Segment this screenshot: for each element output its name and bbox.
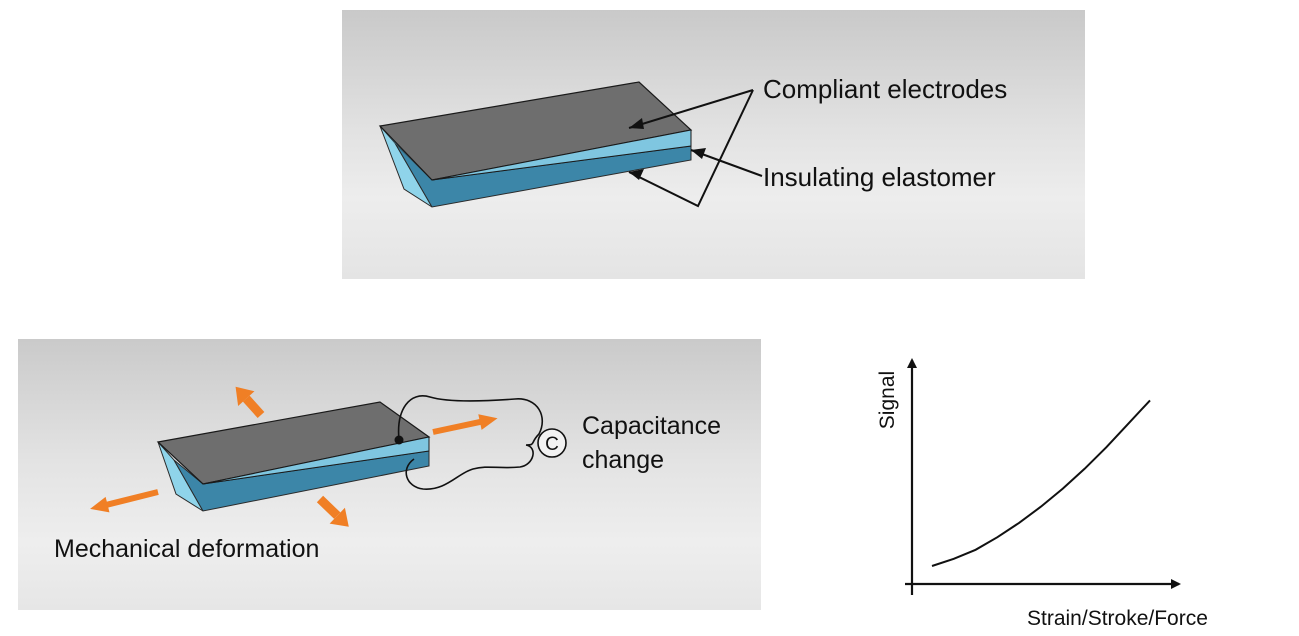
leader-electrode-top [628, 89, 754, 129]
elastomer-right-edge [202, 436, 430, 485]
arrow-left [90, 489, 159, 513]
structure-diagram: Compliant electrodes Insulating elastome… [342, 10, 1085, 279]
label-insulating-elastomer: Insulating elastomer [763, 162, 996, 192]
leader-electrode-bottom [628, 89, 754, 208]
structure-panel: Compliant electrodes Insulating elastome… [342, 10, 1085, 279]
electrode-contact [394, 435, 404, 445]
label-change: change [582, 446, 664, 474]
deformation-arrows [90, 386, 498, 527]
label-capacitance: Capacitance [582, 412, 721, 440]
arrowhead-elastomer [691, 148, 706, 159]
arrow-right [432, 414, 498, 435]
y-axis-label: Signal [876, 371, 899, 429]
wire-loop [397, 395, 544, 490]
signal-graph-svg: Signal Strain/Stroke/Force [876, 358, 1208, 630]
capacitance-meter-symbol: C [545, 434, 559, 455]
deformation-diagram: C Capacitance change Mechanical deformat… [18, 339, 761, 610]
dielectric-slab [378, 81, 693, 208]
capacitance-meter-icon [537, 428, 567, 458]
elastomer-right-edge [431, 129, 692, 181]
deformation-panel: C Capacitance change Mechanical deformat… [18, 339, 761, 610]
label-compliant-electrodes: Compliant electrodes [763, 74, 1007, 104]
leader-arrowheads [629, 118, 706, 180]
label-mechanical-deformation: Mechanical deformation [54, 535, 319, 563]
arrowhead-electrode-bottom [629, 169, 644, 180]
arrow-up-left [235, 386, 265, 419]
signal-graph: Signal Strain/Stroke/Force [860, 340, 1299, 636]
panel-background [18, 339, 761, 610]
dielectric-slab [156, 401, 431, 512]
x-axis-label: Strain/Stroke/Force [1027, 607, 1208, 630]
arrowhead-electrode-top [629, 118, 644, 129]
arrow-down-right [316, 495, 349, 527]
signal-curve [931, 399, 1151, 567]
